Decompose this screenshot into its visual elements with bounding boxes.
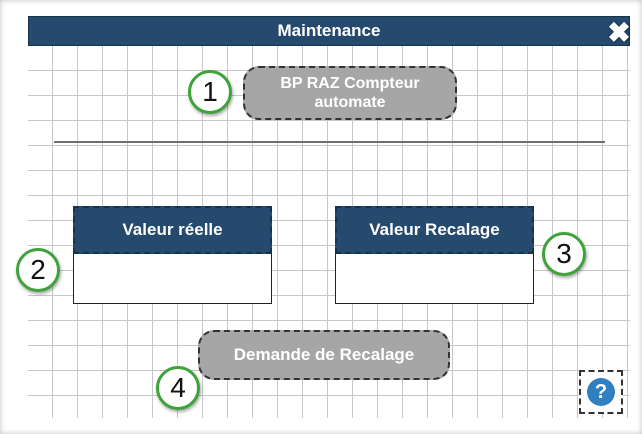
valeur-recalage-label: Valeur Recalage <box>335 206 534 254</box>
callout-4: 4 <box>156 366 200 410</box>
valeur-reelle-field: Valeur réelle <box>73 206 272 304</box>
help-icon: ? <box>587 378 615 406</box>
help-button[interactable]: ? <box>579 370 623 414</box>
callout-2: 2 <box>16 248 60 292</box>
callout-3: 3 <box>542 232 586 276</box>
demande-recalage-label: Demande de Recalage <box>233 345 415 364</box>
demande-recalage-button[interactable]: Demande de Recalage <box>198 330 450 380</box>
raz-counter-label-line2: automate <box>314 94 386 111</box>
valeur-recalage-input[interactable] <box>335 254 534 304</box>
raz-counter-button[interactable]: BP RAZ Compteur automate <box>243 66 457 120</box>
valeur-recalage-field: Valeur Recalage <box>335 206 534 304</box>
title-bar: Maintenance <box>28 16 630 46</box>
valeur-reelle-value[interactable] <box>73 254 272 304</box>
callout-1: 1 <box>188 70 232 114</box>
window-title: Maintenance <box>277 21 381 40</box>
divider <box>54 141 605 143</box>
close-icon[interactable]: ✖ <box>607 17 631 48</box>
raz-counter-label-line1: BP RAZ Compteur <box>280 75 420 92</box>
valeur-reelle-label: Valeur réelle <box>73 206 272 254</box>
